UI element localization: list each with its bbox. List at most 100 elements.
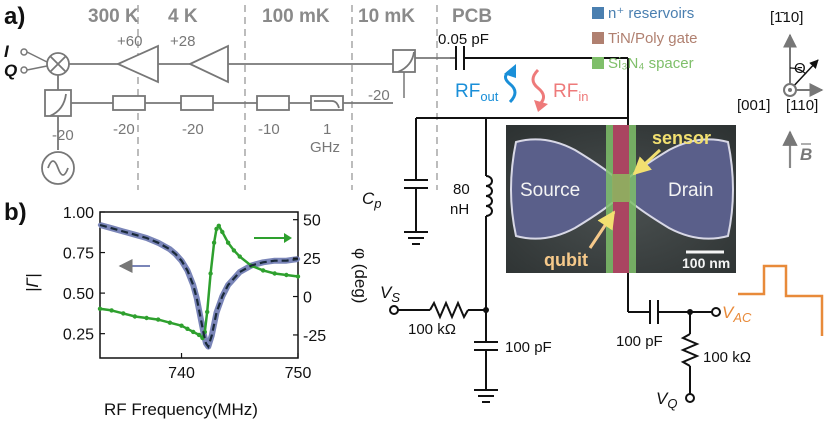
vs-terminal	[389, 305, 399, 315]
y2-tick-label: 0	[303, 290, 312, 307]
series-1-point	[179, 323, 184, 328]
input-coupler-value: -20	[52, 127, 74, 144]
series-1-point	[208, 271, 213, 276]
rf-in-arrow	[531, 68, 545, 106]
q-label: Q	[4, 61, 17, 80]
attenuator-2: -20	[182, 121, 204, 138]
attenuator-1: -20	[113, 121, 135, 138]
material-legend: n⁺ reservoirs TiN/Poly gate Si₃N₄ spacer	[592, 5, 697, 72]
series-1-point	[109, 308, 114, 313]
temperature-stages: 300 K 4 K 100 mK 10 mK PCB	[88, 5, 492, 190]
vq-label: VQ	[656, 389, 677, 411]
field-label: B	[800, 145, 812, 164]
series-1-point	[121, 311, 126, 316]
vac-node	[687, 309, 693, 315]
series-1-point	[185, 326, 190, 331]
rf-signals: RFout RFin	[455, 64, 588, 112]
inductor-unit: nH	[450, 201, 469, 218]
vq-terminal	[685, 393, 695, 403]
gate-bias-tee	[627, 270, 712, 394]
series-1-point	[211, 240, 217, 245]
y-tick-label: 0.75	[63, 246, 94, 263]
crystal-axes: [1̄10] Θ [001] [110] B	[737, 9, 824, 168]
sem-scale-label: 100 nm	[682, 255, 730, 271]
series-1-point	[295, 274, 301, 279]
theta-label: Θ	[794, 60, 806, 77]
sem-qubit-label: qubit	[544, 250, 588, 270]
stage-dividers	[137, 5, 438, 190]
legend-spacer: Si₃N₄ spacer	[608, 55, 694, 72]
series-1-point	[220, 229, 225, 235]
series-1-point	[167, 320, 173, 325]
coupling-cap-label: 0.05 pF	[438, 31, 489, 48]
series-1-point	[196, 332, 202, 338]
vac-terminal	[711, 307, 721, 317]
series-1-point	[260, 268, 266, 273]
cp-label: Cp	[362, 189, 382, 211]
vac-pulse	[738, 264, 824, 336]
attenuator-3: -10	[258, 121, 280, 138]
series-1-point	[284, 272, 289, 278]
series-1-point	[225, 240, 231, 245]
axis-left-label: [001]	[737, 97, 770, 114]
stage-4k: 4 K	[168, 6, 198, 27]
y2-axis-label: φ (deg)	[351, 248, 370, 303]
vac-resistor-label: 100 kΩ	[703, 349, 751, 366]
vs-label: VS	[380, 283, 400, 305]
series-direction-arrows	[118, 233, 292, 273]
series-1-point	[191, 329, 196, 335]
series-1-point	[272, 271, 277, 276]
legend-reservoirs: n⁺ reservoirs	[608, 5, 694, 22]
inductor-value: 80	[453, 181, 470, 198]
stage-pcb: PCB	[452, 6, 492, 27]
axis-top-label: [1̄10]	[770, 9, 803, 26]
stage-10mk: 10 mK	[358, 6, 415, 27]
legend-swatch-gate	[592, 32, 604, 44]
vs-resistor-label: 100 kΩ	[408, 321, 456, 338]
series-1-point	[214, 226, 219, 232]
sem-source-label: Source	[520, 180, 580, 201]
series-1-point	[144, 315, 149, 321]
series-1-point	[216, 223, 221, 228]
y2-tick-label: 25	[303, 251, 321, 268]
vs-cap-label: 100 pF	[505, 339, 552, 356]
x-axis-label: RF Frequency(MHz)	[104, 400, 258, 419]
x-tick-label: 750	[285, 365, 312, 382]
series-1-point	[156, 317, 161, 322]
vac-label: VAC	[722, 303, 752, 325]
series-1-point	[97, 306, 103, 311]
chart-marks	[97, 222, 301, 350]
legend-swatch-reservoirs	[592, 7, 604, 19]
input-chain	[41, 89, 393, 185]
sem-drain-label: Drain	[668, 180, 713, 201]
series-1-point	[237, 254, 242, 259]
y-tick-label: 0.50	[63, 286, 94, 303]
legend-gate: TiN/Poly gate	[608, 30, 697, 47]
stage-100mk: 100 mK	[262, 6, 330, 27]
amp-gain-2: +28	[170, 33, 195, 50]
series-1-point	[205, 309, 210, 315]
y2-tick-label: -25	[303, 328, 326, 345]
vac-cap-label: 100 pF	[616, 333, 663, 350]
fit-line	[99, 223, 299, 350]
rf-out-label: RFout	[455, 81, 499, 104]
legend-swatch-spacer	[592, 57, 604, 69]
rf-in-label: RFin	[553, 81, 588, 104]
coupler-value: -20	[368, 87, 390, 104]
output-chain	[57, 44, 450, 90]
series-1-point	[231, 248, 237, 253]
filter-value: 1	[323, 121, 331, 138]
sem-sensor-label: sensor	[652, 128, 711, 148]
filter-unit: GHz	[310, 139, 340, 156]
y-axis-label: |Γ|	[23, 273, 42, 292]
sem-micrograph: Source Drain sensor qubit 100 nm	[506, 125, 736, 273]
y2-tick-label: 50	[303, 213, 321, 230]
x-tick-label: 740	[168, 365, 195, 382]
axis-right-label: [110]	[786, 97, 818, 114]
panel-b-label: b)	[4, 199, 27, 226]
i-label: I	[4, 42, 10, 61]
stage-300k: 300 K	[88, 6, 139, 27]
